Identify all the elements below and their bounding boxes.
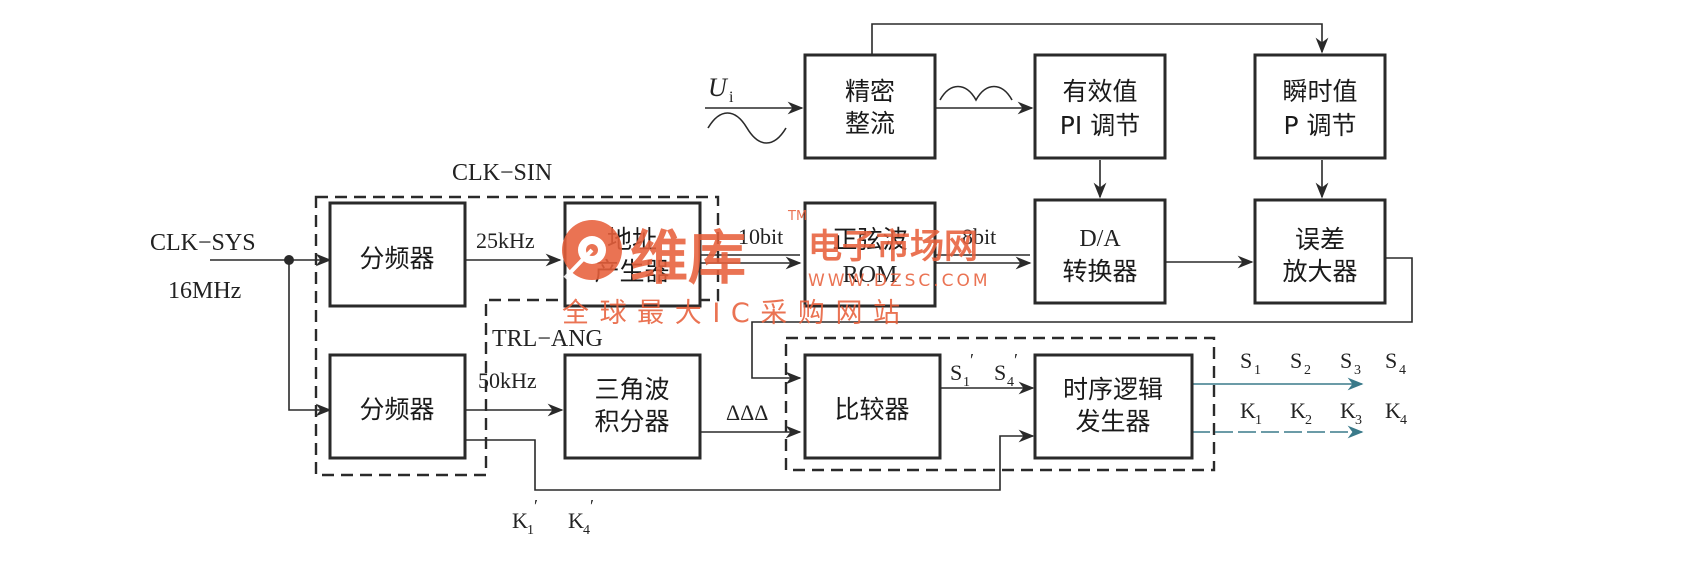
divider-box-2 <box>328 353 467 460</box>
wire-k-prime <box>465 429 1035 491</box>
bus-8bit-label: 8bit <box>962 224 996 249</box>
k4-output-subscript: 4 <box>1400 413 1407 428</box>
k1-output-label: K <box>1240 398 1256 423</box>
bus-10bit-label: 10bit <box>738 224 783 249</box>
s3-output-subscript: 3 <box>1354 363 1361 378</box>
clk-sin-label: CLK−SIN <box>452 160 552 186</box>
k4-prime-subscript: 4 <box>583 523 590 538</box>
watermark-market: 电子市场网 <box>808 227 978 267</box>
sine-rom-label-1: 正弦波 <box>832 225 907 254</box>
s1-prime-subscript: 1 <box>963 375 970 390</box>
rms-pi-label-1: 有效值 <box>1062 77 1137 106</box>
instant-p-label-2: P 调节 <box>1283 111 1356 140</box>
s1-output-subscript: 1 <box>1254 363 1261 378</box>
freq-25khz-label: 25kHz <box>476 228 535 253</box>
watermark-tm: TM <box>787 209 807 224</box>
clk-branch-wire <box>288 260 332 417</box>
k1-prime-subscript: 1 <box>527 523 534 538</box>
timing-logic-label-2: 发生器 <box>1075 407 1150 436</box>
k4-prime-label: K <box>568 508 584 533</box>
error-amp-label-1: 误差 <box>1295 225 1345 254</box>
s4-output-subscript: 4 <box>1399 363 1406 378</box>
clk-frequency-label: 16MHz <box>168 278 241 304</box>
rms-pi-box <box>1033 53 1167 160</box>
divider-label-2: 分频器 <box>359 395 434 424</box>
triangle-integrator-box <box>563 353 702 460</box>
k2-output-label: K <box>1290 398 1306 423</box>
wire-error-comparator <box>751 257 1413 385</box>
k1-prime-label: K <box>512 508 528 533</box>
triangle-symbol-label: ΔΔΔ <box>726 400 768 425</box>
s-output-labels: S 1 S 2 S 3 S 4 <box>1240 348 1406 378</box>
dac-label-1: D/A <box>1079 226 1121 252</box>
dac-box <box>1033 198 1167 305</box>
watermark-url: WWW.DZSC.COM <box>808 271 991 291</box>
s4-prime-subscript: 4 <box>1007 375 1014 390</box>
dzsc-logo-icon <box>562 220 622 280</box>
s4-prime-label: S <box>994 360 1006 385</box>
watermark-slogan: 全 球 最 大 I C 采 购 网 站 <box>562 298 901 329</box>
timing-logic-box <box>1033 353 1194 460</box>
ui-subscript: i <box>729 89 734 106</box>
instant-p-box <box>1253 53 1387 160</box>
k1-output-subscript: 1 <box>1255 413 1262 428</box>
clk-sin-group-outline <box>314 195 720 477</box>
divider-box-1 <box>328 201 467 308</box>
wire-feedforward <box>871 23 1329 55</box>
k4-output-label: K <box>1385 398 1401 423</box>
instant-p-label-1: 瞬时值 <box>1282 77 1357 106</box>
sine-rom-label-2: ROM <box>843 262 898 288</box>
rectifier-label-1: 精密 <box>845 77 895 106</box>
sine-wave-icon <box>707 112 787 144</box>
k3-output-label: K <box>1340 398 1356 423</box>
rectifier-label-2: 整流 <box>845 109 895 138</box>
s2-output-label: S <box>1290 348 1302 373</box>
ui-label: U <box>708 73 729 102</box>
divider-label-1: 分频器 <box>359 244 434 273</box>
triangle-integrator-label-1: 三角波 <box>594 375 669 404</box>
k1-prime-mark: ′ <box>534 496 538 516</box>
s1-output-label: S <box>1240 348 1252 373</box>
sine-rom-box <box>803 201 937 308</box>
comparator-group-outline <box>784 336 1216 472</box>
k3-output-subscript: 3 <box>1355 413 1362 428</box>
trl-ang-label: TRL−ANG <box>492 326 603 352</box>
s1-prime-label: S <box>950 360 962 385</box>
watermark-brand: 维库 <box>630 224 746 292</box>
s1-prime-mark: ′ <box>970 350 974 370</box>
k-output-labels: K 1 K 2 K 3 K 4 <box>1240 398 1407 428</box>
triangle-integrator-label-2: 积分器 <box>594 407 669 436</box>
k2-output-subscript: 2 <box>1305 413 1312 428</box>
s2-output-subscript: 2 <box>1304 363 1311 378</box>
rectified-wave-icon <box>939 85 1013 102</box>
error-amp-label-2: 放大器 <box>1282 257 1357 286</box>
precision-rectifier-box <box>803 53 937 160</box>
clk-sys-label: CLK−SYS <box>150 230 256 256</box>
s3-output-label: S <box>1340 348 1352 373</box>
timing-logic-label-1: 时序逻辑 <box>1063 375 1163 404</box>
rms-pi-label-2: PI 调节 <box>1060 111 1140 140</box>
s4-prime-mark: ′ <box>1014 350 1018 370</box>
comparator-label: 比较器 <box>834 395 909 424</box>
dzsc-watermark: 维库 TM 电子市场网 WWW.DZSC.COM 全 球 最 大 I C 采 购… <box>562 209 991 329</box>
freq-50khz-label: 50kHz <box>478 368 537 393</box>
s4-output-label: S <box>1385 348 1397 373</box>
error-amplifier-box <box>1253 198 1387 305</box>
comparator-box <box>803 353 942 460</box>
k4-prime-mark: ′ <box>590 496 594 516</box>
dac-label-2: 转换器 <box>1062 257 1137 286</box>
